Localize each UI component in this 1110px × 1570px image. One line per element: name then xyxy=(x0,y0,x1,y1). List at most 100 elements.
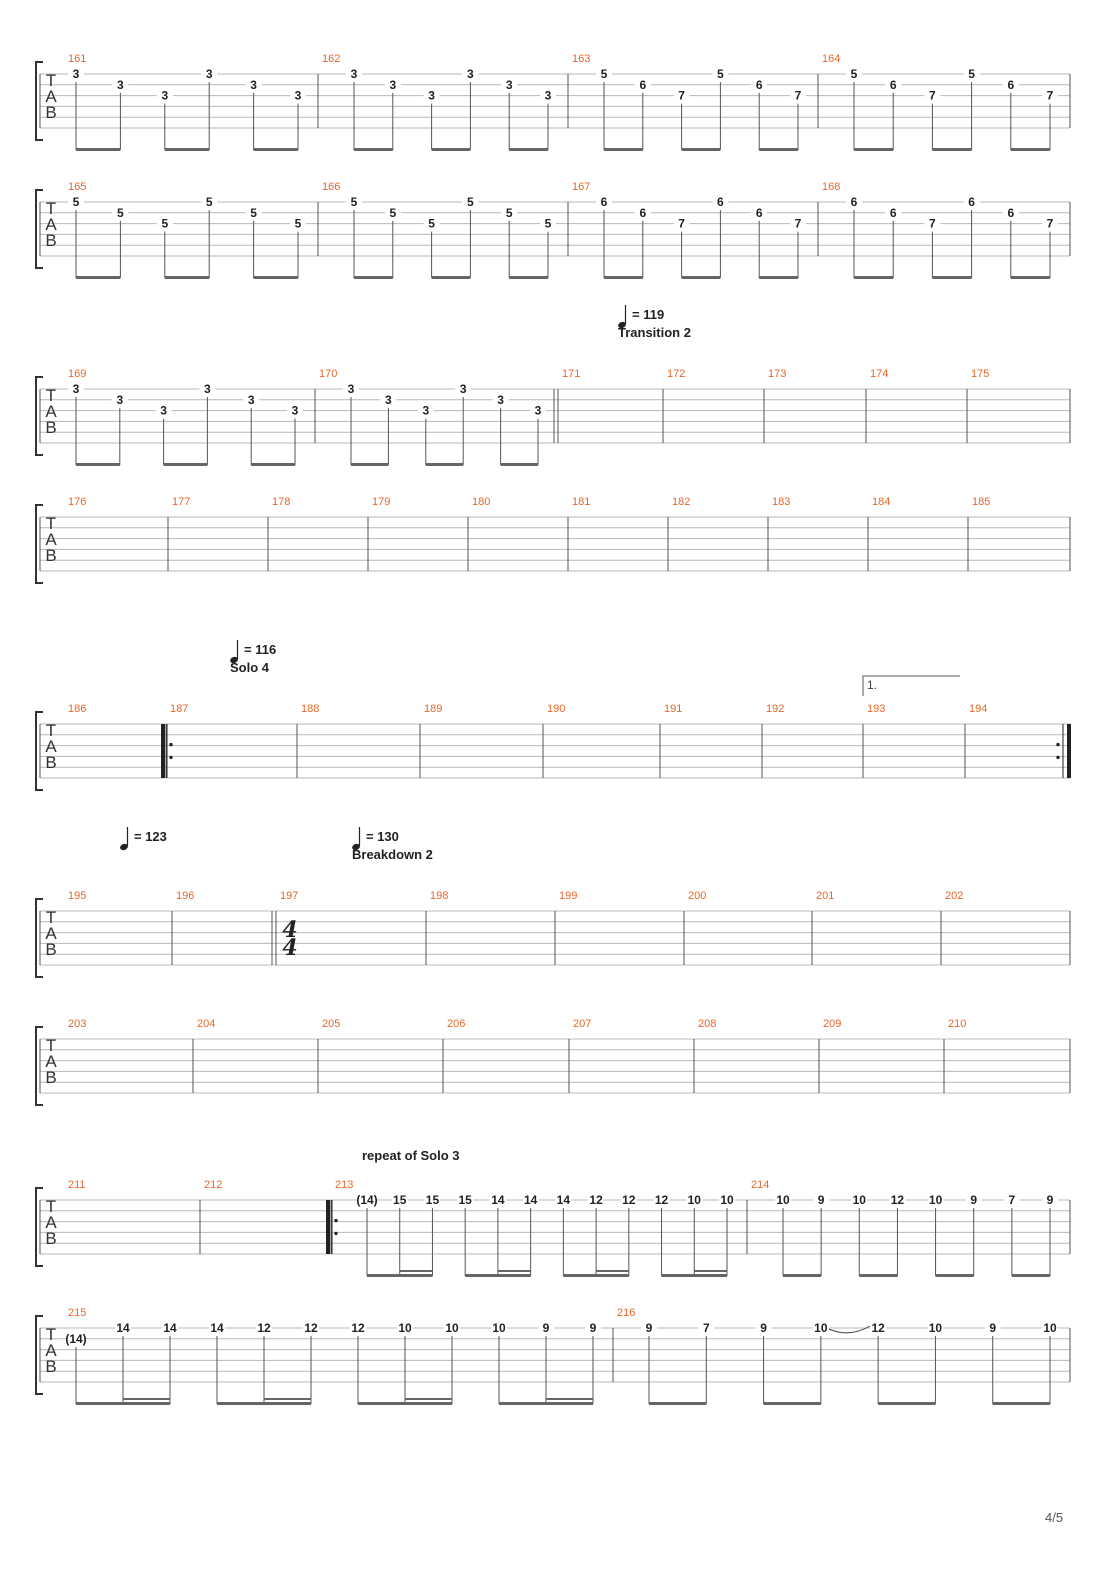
measure-number: 192 xyxy=(766,703,784,715)
tab-clef-letter: B xyxy=(45,1357,56,1376)
fret-bg xyxy=(775,1195,791,1206)
fret-bg xyxy=(870,1323,887,1334)
fret-bg xyxy=(290,90,306,102)
measure-number: 202 xyxy=(945,890,963,902)
fret-bg xyxy=(68,197,84,208)
measure-number: 174 xyxy=(870,368,888,380)
fret-bg xyxy=(1002,79,1019,91)
fret-number: (14) xyxy=(356,1193,377,1207)
fret-bg xyxy=(462,69,479,80)
tab-clef-letter: A xyxy=(45,87,57,106)
fret-number: 14 xyxy=(491,1193,505,1207)
measure-number: 201 xyxy=(816,890,834,902)
fret-number: 5 xyxy=(717,67,724,81)
fret-number: 3 xyxy=(428,89,435,103)
system-bracket xyxy=(35,504,43,584)
beam xyxy=(935,1274,974,1277)
fret-number: 3 xyxy=(73,382,80,396)
tempo-bpm: = 130 xyxy=(366,829,399,844)
beam xyxy=(253,276,298,279)
fret-number: 3 xyxy=(73,67,80,81)
fret-bg xyxy=(350,1323,366,1334)
measure-number: 191 xyxy=(664,703,682,715)
fret-bg xyxy=(538,1323,554,1334)
fret-number: 3 xyxy=(116,393,123,407)
fret-bg xyxy=(243,394,260,406)
fret-bg xyxy=(156,90,173,102)
measure-number: 208 xyxy=(698,1018,716,1030)
text-marking: repeat of Solo 3 xyxy=(362,1148,460,1163)
beam xyxy=(253,148,298,151)
measure-number: 212 xyxy=(204,1179,222,1191)
section-label: Breakdown 2 xyxy=(352,847,433,862)
system-bracket xyxy=(35,1315,43,1395)
quarter-note-icon xyxy=(120,843,128,851)
fret-bg xyxy=(924,218,941,230)
beam xyxy=(681,276,721,279)
measure-number: 199 xyxy=(559,890,577,902)
fret-bg xyxy=(209,1323,225,1334)
fret-number: 12 xyxy=(351,1321,365,1335)
fret-bg xyxy=(501,207,518,219)
fret-bg xyxy=(620,1195,637,1206)
measure-number: 190 xyxy=(547,703,565,715)
tab-clef-letter: B xyxy=(45,231,56,250)
fret-number: 5 xyxy=(351,195,358,209)
fret-bg xyxy=(303,1323,319,1334)
beam xyxy=(351,463,389,466)
section-label: Transition 2 xyxy=(618,325,691,340)
fret-bg xyxy=(555,1195,572,1206)
fret-number: 6 xyxy=(851,195,858,209)
repeat-start-thick-bar xyxy=(161,724,165,778)
fret-bg xyxy=(68,69,84,80)
repeat-dot xyxy=(1056,742,1060,747)
fret-number: 10 xyxy=(492,1321,506,1335)
fret-number: 5 xyxy=(73,195,80,209)
fret-number: 6 xyxy=(601,195,608,209)
beam xyxy=(217,1402,311,1405)
beam xyxy=(854,148,894,151)
fret-number: 5 xyxy=(250,206,257,220)
fret-number: 12 xyxy=(589,1193,603,1207)
beam xyxy=(76,148,121,151)
tab-clef-letter: B xyxy=(45,103,56,122)
beam xyxy=(509,148,548,151)
fret-bg xyxy=(444,1323,460,1334)
tab-clef-letter: A xyxy=(45,1052,57,1071)
fret-number: 10 xyxy=(688,1193,702,1207)
fret-bg xyxy=(287,405,303,417)
beam xyxy=(354,276,393,279)
fret-number: 5 xyxy=(467,195,474,209)
beam xyxy=(932,276,972,279)
beam xyxy=(76,1402,170,1405)
beam xyxy=(1010,276,1050,279)
repeat-dot xyxy=(169,755,173,760)
slide-curve xyxy=(828,1325,871,1334)
fret-number: 5 xyxy=(545,217,552,231)
measure-number: 184 xyxy=(872,496,890,508)
beam xyxy=(500,463,538,466)
time-signature-bottom: 4 xyxy=(282,935,297,961)
beam xyxy=(878,1402,936,1405)
fret-bg xyxy=(391,1195,408,1206)
fret-bg xyxy=(112,79,129,91)
fret-number: 5 xyxy=(506,206,513,220)
measure-number: 216 xyxy=(617,1307,635,1319)
fret-number: 5 xyxy=(161,217,168,231)
beam xyxy=(251,463,295,466)
tab-clef-letter: T xyxy=(46,71,56,90)
system-bracket xyxy=(35,1026,43,1106)
tab-clef-letter: B xyxy=(45,1068,56,1087)
fret-number: 7 xyxy=(1047,89,1054,103)
beam xyxy=(604,148,643,151)
fret-bg xyxy=(927,1323,944,1334)
fret-number: 14 xyxy=(116,1321,130,1335)
fret-number: 3 xyxy=(545,89,552,103)
fret-bg xyxy=(256,1323,272,1334)
fret-number: 6 xyxy=(756,78,763,92)
fret-bg xyxy=(813,1195,830,1206)
fret-number: 7 xyxy=(678,89,685,103)
